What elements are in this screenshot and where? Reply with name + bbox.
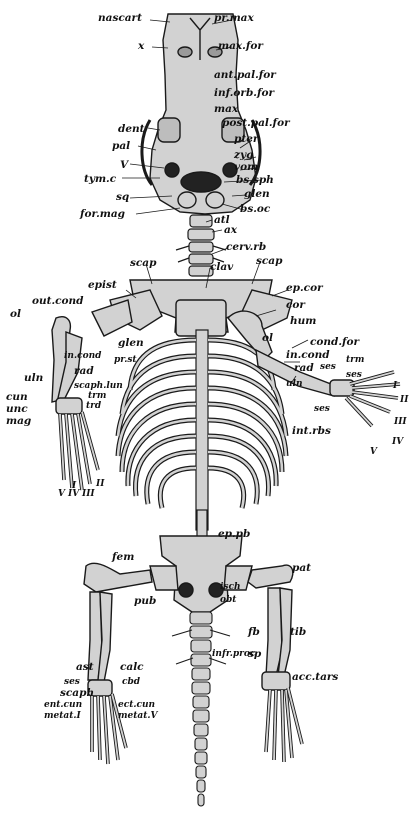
label-ant-pal-for: ant.pal.for <box>214 70 276 81</box>
label-digit-left-V: V <box>58 490 65 499</box>
label-uln-right: uln <box>286 380 303 389</box>
label-rad-left: rad <box>74 366 94 377</box>
label-inf-orb-for: inf.orb.for <box>214 88 274 99</box>
label-ses-r3: ses <box>314 405 330 414</box>
label-pal: pal <box>112 141 130 152</box>
tail-vertebrae <box>172 612 230 806</box>
label-ol-left: ol <box>10 309 21 320</box>
label-ses-r2: ses <box>346 371 362 380</box>
label-tib: tib <box>290 627 306 638</box>
label-scap-left: scap <box>130 258 156 269</box>
label-digit-right-I: I <box>393 382 397 391</box>
label-glen: glen <box>244 189 270 200</box>
label-fb: fb <box>248 627 260 638</box>
label-tym-c: tym.c <box>84 174 116 185</box>
label-digit-right-II: II <box>400 396 408 405</box>
label-dent: dent <box>118 124 145 135</box>
label-uln: uln <box>24 373 43 384</box>
label-bs-oc: bs.oc <box>240 204 270 215</box>
label-acc-tars: acc.tars <box>292 672 338 683</box>
label-pub: pub <box>134 596 156 607</box>
label-obt: obt <box>220 596 236 605</box>
label-bs-sph: bs.sph <box>236 175 274 186</box>
label-ses: ses <box>64 678 80 687</box>
label-x: x <box>138 41 144 52</box>
label-max-for: max.for <box>218 41 263 52</box>
label-ect-cun: ect.cun <box>118 701 155 710</box>
label-trd: trd <box>86 402 101 411</box>
label-clav: clav <box>210 262 233 273</box>
label-scap-right: scap <box>256 256 282 267</box>
label-sp: sp <box>248 649 261 660</box>
label-pat: pat <box>292 563 311 574</box>
label-scaph: scaph <box>60 688 94 699</box>
label-digit-left-II: II <box>96 480 104 489</box>
label-mag: mag <box>6 416 31 427</box>
label-metat-V: metat.V <box>118 712 158 721</box>
label-epist: epist <box>88 280 117 291</box>
label-pr-st: pr.st <box>114 356 137 365</box>
label-digit-right-III: III <box>394 418 407 427</box>
label-post-pal-for: post.pal.for <box>222 118 290 129</box>
label-out-cond: out.cond <box>32 296 84 307</box>
label-isch: isch <box>220 583 241 592</box>
label-rad-right: rad <box>294 363 314 374</box>
shoulder-girdle <box>110 280 292 336</box>
label-ent-cun: ent.cun <box>44 701 82 710</box>
label-digit-left-III: III <box>82 490 95 499</box>
label-glen-shoulder: glen <box>118 338 144 349</box>
label-cond-for: cond.for <box>310 337 359 348</box>
label-calc: calc <box>120 662 144 673</box>
label-trm-left: trm <box>88 392 106 401</box>
label-ax: ax <box>224 225 237 236</box>
label-pr-max: pr.max <box>214 13 254 24</box>
label-pter: pter <box>234 134 258 145</box>
label-ses-r1: ses <box>320 363 336 372</box>
label-trm-right: trm <box>346 356 364 365</box>
right-hindlimb <box>248 565 302 762</box>
label-for-mag: for.mag <box>80 209 125 220</box>
label-zyg: zyg <box>234 150 253 161</box>
label-ast: ast <box>76 662 94 673</box>
label-cerv-rb: cerv.rb <box>226 242 266 253</box>
label-digit-right-IV: IV <box>392 438 403 447</box>
label-in-cond-right: in.cond <box>286 350 330 361</box>
label-fem: fem <box>112 552 134 563</box>
label-cor: cor <box>286 300 305 311</box>
label-ol-right: ol <box>262 333 273 344</box>
label-metat-I: metat.I <box>44 712 81 721</box>
label-int-rbs: int.rbs <box>292 426 331 437</box>
pelvis <box>150 536 252 612</box>
label-hum: hum <box>290 316 316 327</box>
label-digit-right-V: V <box>370 448 377 457</box>
label-cbd: cbd <box>122 678 140 687</box>
label-cun: cun <box>6 392 28 403</box>
label-nascart: nascart <box>98 13 142 24</box>
label-unc: unc <box>6 404 28 415</box>
label-in-cond-left: in.cond <box>64 352 101 361</box>
label-max: max <box>214 104 238 115</box>
label-ep-cor: ep.cor <box>286 283 323 294</box>
label-sq: sq <box>116 192 129 203</box>
label-vom: vom <box>234 162 258 173</box>
label-V: V <box>120 160 128 171</box>
label-ep-pb: ep.pb <box>218 529 250 540</box>
label-scaph-lun: scaph.lun <box>74 382 123 391</box>
label-digit-left-IV: IV <box>68 490 79 499</box>
